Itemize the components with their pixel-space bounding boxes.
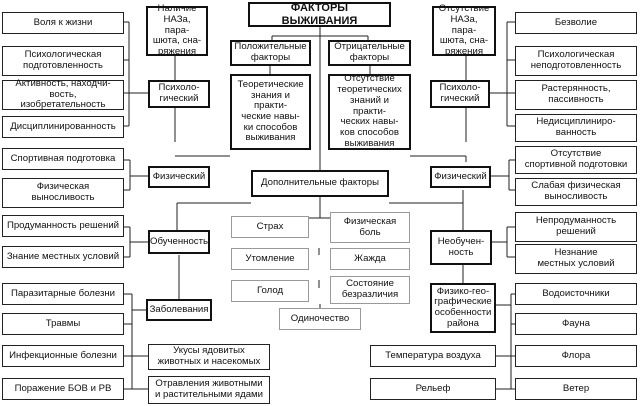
no-knowledge-skills-box: Отсутствие теоретических знаний и практи… [328,74,411,150]
knowledge-skills-box: Теоретические знания и практи- ческие на… [230,74,311,150]
left-item-parasitic-diseases: Паразитарные болезни [2,283,124,305]
left-item-psych-preparedness: Психологическая подготовленность [2,46,124,76]
right-item-indiscipline: Недисциплиниро- ванность [515,114,637,142]
right-item-fauna: Фауна [515,313,637,335]
left-item-endurance: Физическая выносливость [2,178,124,208]
left-diseases-category: Заболевания [146,299,212,321]
right-physical-category: Физический [430,166,491,188]
right-item-flora: Флора [515,345,637,367]
left-item-activity-ingenuity: Активность, находчи- вость, изобретатель… [2,78,124,110]
right-geo-category: Физико-гео- графические особенности райо… [430,283,496,333]
fear-box: Страх [231,216,309,238]
right-item-no-sport-training: Отсутствие спортивной подготовки [515,146,637,174]
pain-box: Физическая боль [330,212,410,243]
fatigue-box: Утомление [231,248,309,270]
left-psych-category: Психоло- гический [148,80,210,108]
left-item-infectious-diseases: Инфекционные болезни [2,345,124,367]
right-psych-category: Психоло- гический [430,80,490,108]
right-item-relief: Рельеф [370,378,496,400]
left-physical-category: Физический [148,166,210,188]
right-item-wind: Ветер [515,378,637,400]
left-item-venomous-bites: Укусы ядовитых животных и насекомых [148,344,270,370]
left-item-will-to-live: Воля к жизни [2,12,124,34]
right-item-lack-of-will: Безволие [515,12,637,34]
absence-equipment-box: Отсутствие НАЗа, пара- шюта, сна- ряжени… [432,3,496,57]
left-item-local-knowledge: Знание местных условий [2,246,124,268]
thirst-box: Жажда [330,248,410,270]
left-item-sport-training: Спортивная подготовка [2,148,124,170]
right-item-psych-unpreparedness: Психологическая неподготовленность [515,46,637,76]
left-item-chemical-radiation: Поражение БОВ и РВ [2,378,124,400]
right-item-air-temperature: Температура воздуха [370,345,496,367]
diagram-title: ФАКТОРЫ ВЫЖИВАНИЯ [248,2,391,27]
right-untrained-category: Необучен- ность [430,230,492,265]
right-item-confusion-passivity: Растерянность, пассивность [515,80,637,110]
left-item-discipline: Дисциплинированность [2,116,124,138]
hunger-box: Голод [231,280,309,302]
right-item-water-sources: Водоисточники [515,283,637,305]
loneliness-box: Одиночество [279,308,361,330]
right-item-unthought-decisions: Непродуманность решений [515,212,637,242]
left-item-poisoning: Отравления животными и растительными яда… [148,376,270,404]
right-item-no-local-knowledge: Незнание местных условий [515,244,637,274]
right-item-weak-endurance: Слабая физическая выносливость [515,178,637,206]
presence-equipment-box: Наличие НАЗа, пара- шюта, сна- ряжения [146,3,208,57]
left-item-injuries: Травмы [2,313,124,335]
left-training-category: Обученность [148,230,210,254]
indifference-box: Состояние безразличия [330,276,410,304]
left-item-thoughtful-decisions: Продуманность решений [2,215,124,237]
additional-factors-box: Дополнительные факторы [251,170,389,197]
negative-factors-box: Отрицательные факторы [328,40,411,66]
positive-factors-box: Положительные факторы [230,40,311,66]
